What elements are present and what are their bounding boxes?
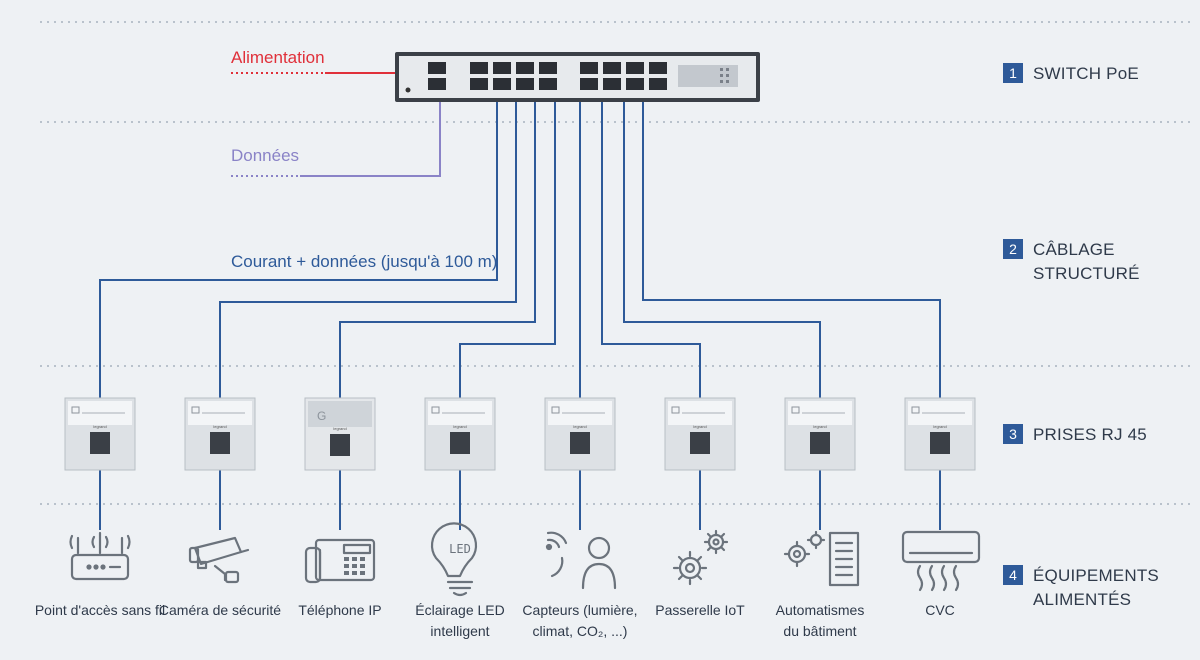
sensor-person-icon	[545, 531, 617, 590]
cable	[642, 98, 941, 400]
rj45-sockets: legrand legrand G legrand legrand	[64, 397, 976, 471]
switch-port	[516, 78, 534, 90]
data-line	[231, 98, 441, 177]
rj45-socket: legrand	[184, 397, 256, 471]
device-label-hvac: CVC	[925, 602, 955, 618]
device-icons: LED	[69, 522, 981, 597]
device-label-iot-gateway: Passerelle IoT	[655, 602, 745, 618]
rj45-socket: legrand	[64, 397, 136, 471]
cable	[339, 98, 536, 400]
switch-port	[493, 78, 511, 90]
socket-brand: legrand	[573, 424, 586, 429]
switch-port	[626, 62, 644, 74]
security-camera-icon	[188, 536, 250, 584]
rj45-socket: legrand	[544, 397, 616, 471]
poe-switch	[395, 52, 760, 102]
switch-port	[428, 62, 446, 74]
switch-port	[649, 62, 667, 74]
switch-port	[539, 62, 557, 74]
socket-brand: legrand	[933, 424, 946, 429]
switch-port	[603, 62, 621, 74]
layer-1-switch: 1 SWITCH PoE	[1003, 62, 1139, 86]
socket-brand: legrand	[453, 424, 466, 429]
device-label-sensors: Capteurs (lumière, climat, CO₂, ...)	[522, 602, 638, 639]
switch-ports	[428, 62, 667, 90]
rj45-socket: legrand	[424, 397, 496, 471]
cable	[99, 98, 498, 400]
automation-icon	[783, 530, 860, 587]
layer-2-cabling: 2 CÂBLAGE STRUCTURÉ	[1003, 238, 1140, 286]
gears-icon	[672, 529, 729, 586]
device-label-automation: Automatismes du bâtiment	[775, 602, 865, 639]
switch-port	[539, 78, 557, 90]
layer-name: PRISES RJ 45	[1033, 425, 1147, 444]
cable	[219, 98, 517, 400]
device-label-access-point: Point d'accès sans fil	[34, 602, 166, 618]
power-label: Alimentation	[231, 48, 325, 67]
layer-name: ÉQUIPEMENTS ALIMENTÉS	[1033, 566, 1159, 609]
socket-brand: legrand	[333, 426, 346, 431]
layer-name: SWITCH PoE	[1033, 64, 1139, 83]
socket-logo: G	[317, 409, 326, 423]
wifi-router-icon	[69, 531, 131, 581]
drop-lines	[99, 470, 941, 530]
structured-cabling	[99, 98, 941, 400]
switch-port	[649, 78, 667, 90]
layer-number: 1	[1003, 63, 1023, 83]
switch-port	[580, 78, 598, 90]
socket-brand: legrand	[693, 424, 706, 429]
switch-leds	[720, 68, 729, 83]
socket-brand: legrand	[813, 424, 826, 429]
switch-port	[603, 78, 621, 90]
rj45-socket: G legrand	[304, 397, 376, 471]
device-label-camera: Caméra de sécurité	[158, 602, 282, 618]
cable	[623, 98, 821, 400]
cable	[601, 98, 701, 400]
cable	[459, 98, 556, 400]
layer-number: 2	[1003, 239, 1023, 259]
cable-label: Courant + données (jusqu'à 100 m)	[231, 252, 498, 271]
layer-3-sockets: 3 PRISES RJ 45	[1003, 423, 1147, 447]
rj45-socket: legrand	[904, 397, 976, 471]
led-text: LED	[449, 542, 471, 556]
layer-number: 4	[1003, 565, 1023, 585]
rj45-socket: legrand	[664, 397, 736, 471]
switch-port	[470, 78, 488, 90]
switch-port	[428, 78, 446, 90]
ip-phone-icon	[304, 538, 376, 584]
switch-port	[516, 62, 534, 74]
rj45-socket: legrand	[784, 397, 856, 471]
switch-port	[626, 78, 644, 90]
socket-brand: legrand	[93, 424, 106, 429]
device-label-led: Éclairage LED intelligent	[415, 602, 505, 639]
switch-port	[470, 62, 488, 74]
air-conditioner-icon	[901, 530, 981, 592]
switch-port	[580, 62, 598, 74]
switch-port	[493, 62, 511, 74]
layer-number: 3	[1003, 424, 1023, 444]
socket-brand: legrand	[213, 424, 226, 429]
data-label: Données	[231, 146, 300, 165]
led-bulb-icon: LED	[430, 522, 478, 597]
device-label-phone: Téléphone IP	[298, 602, 382, 618]
layer-4-equipment: 4 ÉQUIPEMENTS ALIMENTÉS	[1003, 564, 1159, 612]
layer-name: CÂBLAGE STRUCTURÉ	[1033, 240, 1140, 283]
